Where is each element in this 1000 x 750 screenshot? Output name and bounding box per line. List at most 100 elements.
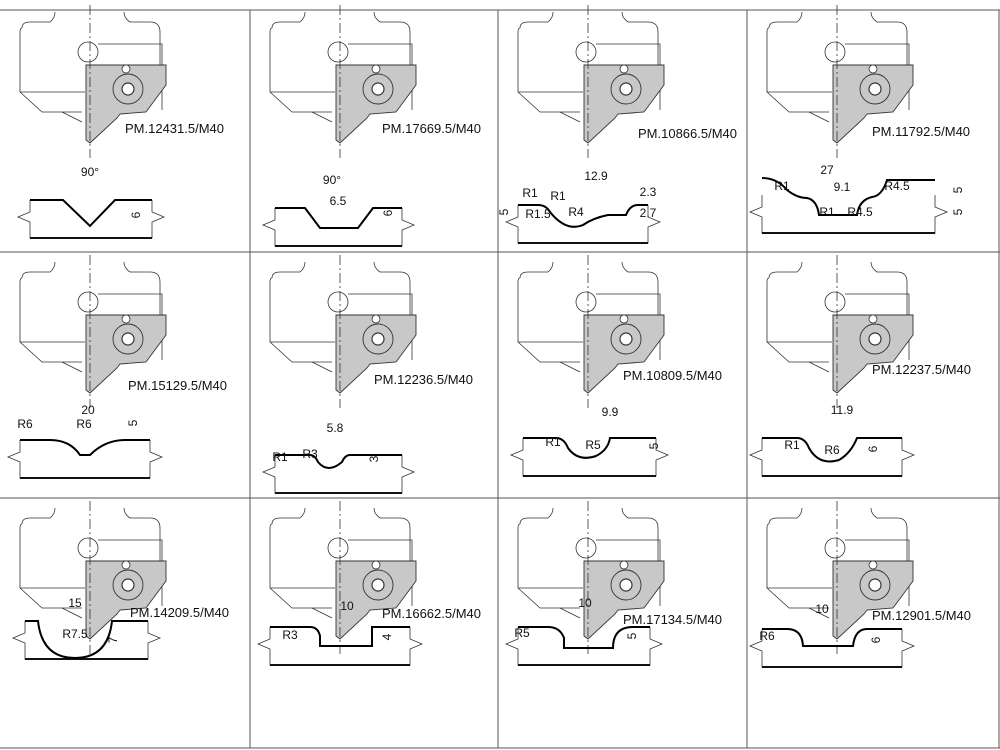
locating-hole xyxy=(868,64,878,74)
dimension-label: 5 xyxy=(647,442,661,449)
pin-circle xyxy=(327,41,349,63)
torx-icon xyxy=(121,578,135,592)
insert-code: PM.12237.5/M40 xyxy=(872,362,971,377)
cutter-head-outline xyxy=(766,261,908,373)
groove-profile xyxy=(762,628,902,647)
locating-hole xyxy=(619,560,629,570)
pin-circle xyxy=(77,537,99,559)
locating-hole xyxy=(619,314,629,324)
torx-icon xyxy=(371,578,385,592)
dimension-label: 10 xyxy=(340,599,354,613)
groove-profile xyxy=(523,437,656,459)
pin-circle xyxy=(77,41,99,63)
groove-profile xyxy=(25,620,148,660)
dimension-label: R6 xyxy=(76,417,92,431)
cutter-head-outline xyxy=(517,507,659,619)
dimension-label: R5 xyxy=(585,438,601,452)
insert-code: PM.10866.5/M40 xyxy=(638,126,737,141)
dimension-label: 5 xyxy=(625,632,639,639)
torx-icon xyxy=(619,332,633,346)
workpiece-outline xyxy=(6,440,164,479)
grid-lines xyxy=(0,9,1000,749)
insert-code: PM.12236.5/M40 xyxy=(374,372,473,387)
pin-circle xyxy=(77,291,99,313)
dimension-label: R1 xyxy=(550,189,566,203)
pin-circle xyxy=(824,291,846,313)
dimension-label: 3 xyxy=(367,455,381,462)
insert-code: PM.12901.5/M40 xyxy=(872,608,971,623)
dimension-label: 10 xyxy=(578,596,592,610)
locating-hole xyxy=(619,64,629,74)
dimension-label: 6 xyxy=(866,445,880,452)
dimension-label: 5 xyxy=(951,208,965,215)
torx-icon xyxy=(868,82,882,96)
cutter-head-outline xyxy=(517,11,659,123)
dimension-label: 15 xyxy=(68,596,82,610)
groove-profile xyxy=(275,207,402,229)
dimension-label: 4 xyxy=(380,633,394,640)
dimension-label: 11.9 xyxy=(831,403,854,417)
torx-icon xyxy=(619,82,633,96)
insert-code: PM.15129.5/M40 xyxy=(128,378,227,393)
insert-code: PM.10809.5/M40 xyxy=(623,368,722,383)
dimension-label: 5 xyxy=(497,208,511,215)
cutter-head-outline xyxy=(766,507,908,619)
dimension-label: R6 xyxy=(17,417,33,431)
dimension-label: R6 xyxy=(824,443,840,457)
dimension-label: R1 xyxy=(774,179,790,193)
groove-profile xyxy=(20,439,150,456)
locating-hole xyxy=(121,314,131,324)
dimension-label: R1 xyxy=(522,186,538,200)
locating-hole xyxy=(868,560,878,570)
cutter-head-outline xyxy=(517,261,659,373)
dimension-label: 2.7 xyxy=(640,206,657,220)
dimension-label: 9.9 xyxy=(602,405,619,419)
cutter-head-outline xyxy=(269,11,411,123)
cutter-head-outline xyxy=(766,11,908,123)
dimension-label: 5.8 xyxy=(327,421,344,435)
pin-circle xyxy=(575,41,597,63)
dimension-label: 27 xyxy=(820,163,834,177)
torx-icon xyxy=(121,82,135,96)
locating-hole xyxy=(371,314,381,324)
torx-icon xyxy=(371,82,385,96)
cutter-head-outline xyxy=(19,261,161,373)
pin-circle xyxy=(824,41,846,63)
pin-circle xyxy=(575,291,597,313)
dimension-label: R1.5 xyxy=(525,207,551,221)
dimension-label: 12.9 xyxy=(584,169,608,183)
groove-profile xyxy=(30,199,152,228)
dimension-label: R4.5 xyxy=(847,205,873,219)
dimension-label: 2.3 xyxy=(640,185,657,199)
insert-code: PM.16662.5/M40 xyxy=(382,606,481,621)
groove-profile xyxy=(762,437,902,463)
torx-icon xyxy=(868,332,882,346)
insert-code: PM.11792.5/M40 xyxy=(872,124,970,139)
dimension-label: R3 xyxy=(302,447,318,461)
insert-code: PM.17669.5/M40 xyxy=(382,121,481,136)
dimension-label: 7 xyxy=(106,636,120,643)
locating-hole xyxy=(868,314,878,324)
dimension-label: R3 xyxy=(282,628,298,642)
cutter-head-outline xyxy=(19,11,161,123)
dimension-label: R1 xyxy=(784,438,800,452)
dimension-label: 9.1 xyxy=(834,180,851,194)
pin-circle xyxy=(327,537,349,559)
torx-icon xyxy=(868,578,882,592)
torx-icon xyxy=(121,332,135,346)
dimension-label: R6 xyxy=(759,629,775,643)
dimension-label: 6 xyxy=(129,211,143,218)
torx-icon xyxy=(371,332,385,346)
cutter-head-outline xyxy=(269,507,411,619)
insert-code: PM.12431.5/M40 xyxy=(125,121,224,136)
profile-cell: PM.12237.5/M40 11.9R1 R6 6 xyxy=(748,255,971,477)
